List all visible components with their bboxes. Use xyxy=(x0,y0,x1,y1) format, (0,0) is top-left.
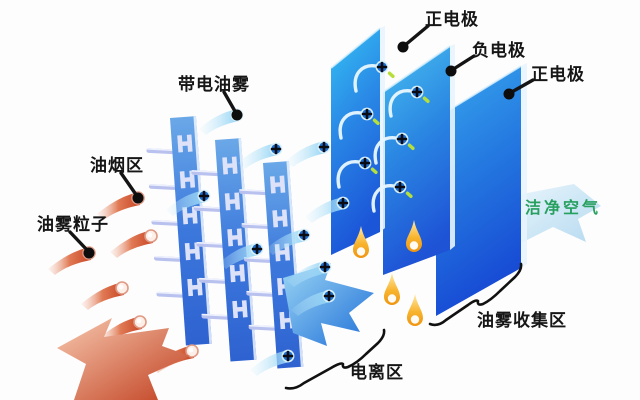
inlet-air-arrow xyxy=(57,318,190,400)
collection-plate-middle xyxy=(382,44,455,275)
collection-plate-left xyxy=(330,26,385,255)
label-oil-smoke-zone: 油烟区 xyxy=(90,155,144,175)
label-positive-electrode-top: 正电极 xyxy=(425,9,479,29)
label-clean-air: 洁净空气 xyxy=(525,198,601,217)
ionization-zone-brace xyxy=(284,328,386,390)
label-negative-electrode: 负电极 xyxy=(472,40,526,60)
collection-zone-brace xyxy=(428,262,523,327)
label-collection-zone: 油雾收集区 xyxy=(477,310,567,330)
clean-air-arrow xyxy=(512,184,601,245)
ionized-air-arrow xyxy=(283,263,374,346)
leader-lines xyxy=(68,24,535,259)
label-ionization-zone: 电离区 xyxy=(350,362,404,382)
label-charged-oil-mist: 带电油雾 xyxy=(178,74,250,94)
label-oil-mist-particles: 油雾粒子 xyxy=(37,214,109,234)
label-positive-electrode-right: 正电极 xyxy=(531,64,585,84)
